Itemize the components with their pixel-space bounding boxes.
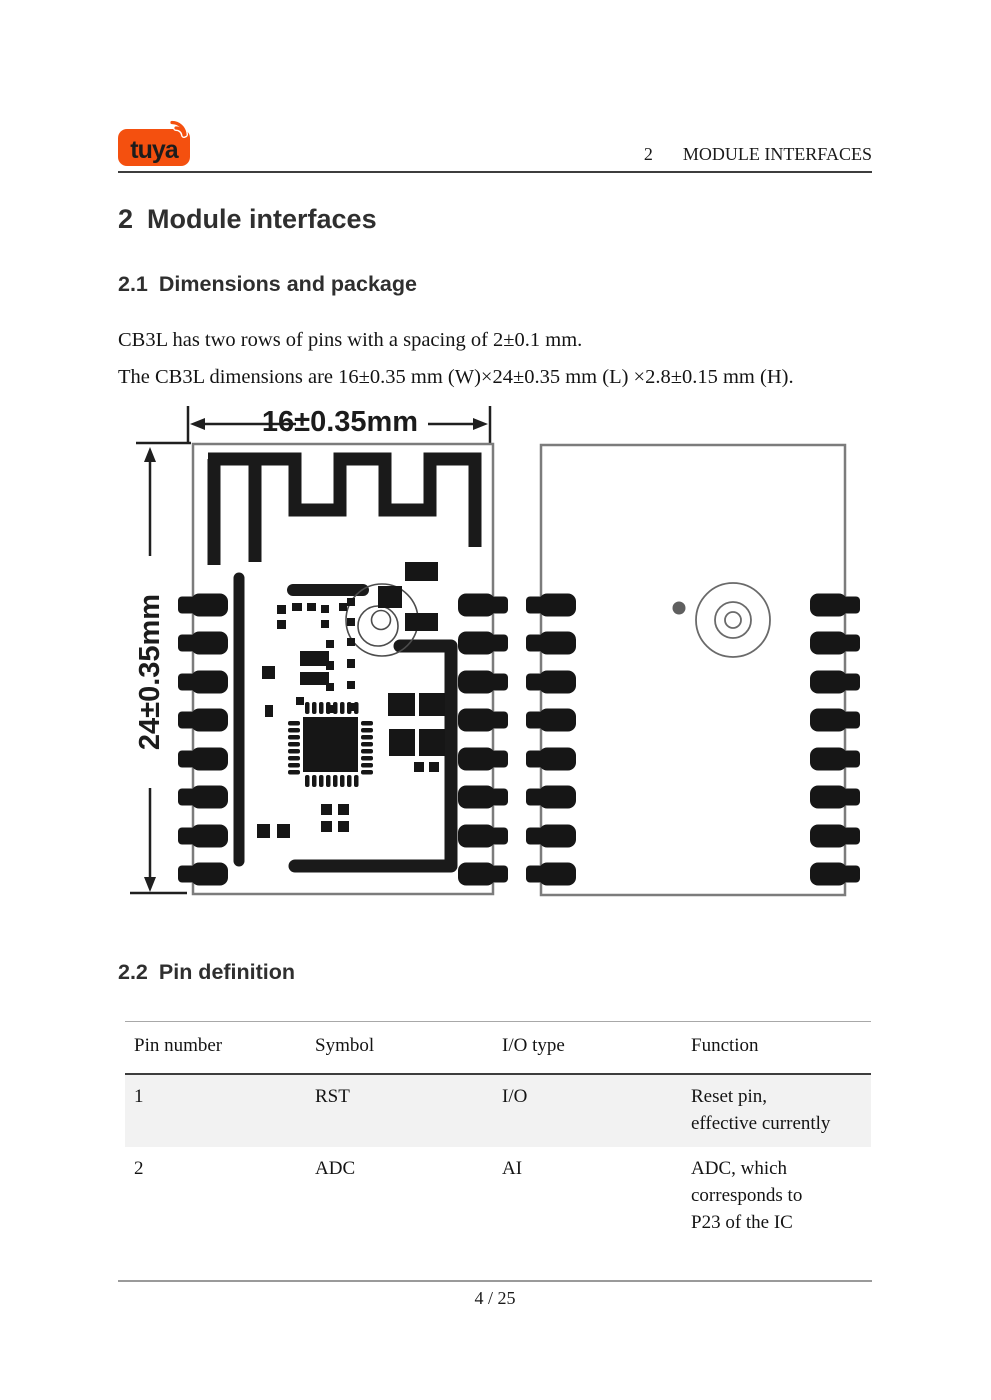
io-type-cell: AI [502, 1158, 523, 1179]
io-type-cell: I/O [502, 1086, 528, 1107]
thermal-pad-circles [695, 582, 771, 658]
running-header: 2 MODULE INTERFACES [400, 144, 872, 165]
subsection-heading-pin-definition: 2.2 Pin definition [118, 960, 295, 985]
signal-waves-icon [169, 120, 188, 138]
module-top-view [178, 442, 508, 896]
subsection-heading-dimensions: 2.1 Dimensions and package [118, 272, 417, 297]
chapter-number: 2 [643, 144, 653, 164]
function-cell: ADC, which corresponds to P23 of the IC [691, 1158, 803, 1233]
antenna-trace [207, 452, 482, 565]
page-number: 4 / 25 [474, 1288, 516, 1308]
section-number: 2 [118, 204, 134, 234]
header-rule [118, 171, 872, 173]
pin-definition-table: Pin number Symbol I/O type Function 1 RS… [125, 1021, 871, 1246]
logo-text: tuya [130, 136, 180, 164]
function-cell: Reset pin, effective currently [691, 1086, 831, 1134]
pin1-marker-dot [672, 601, 686, 615]
width-dimension-label: 16±0.35mm [262, 406, 418, 438]
column-header-symbol: Symbol [315, 1035, 375, 1056]
pin-number-cell: 1 [134, 1086, 144, 1107]
paragraph-pin-spacing: CB3L has two rows of pins with a spacing… [118, 329, 583, 351]
table-row: 1 RST I/O Reset pin, effective currently [125, 1075, 871, 1147]
subsection-number: 2.1 [118, 272, 148, 296]
dimension-width: 16±0.35mm [186, 406, 492, 444]
module-bottom-view [526, 443, 860, 897]
table-header-row: Pin number Symbol I/O type Function [125, 1021, 871, 1075]
column-header-function: Function [691, 1035, 759, 1056]
tuya-logo: tuya [118, 120, 190, 166]
subsection-title: Dimensions and package [158, 272, 417, 296]
column-header-io-type: I/O type [502, 1035, 565, 1056]
logo-background [118, 129, 190, 166]
table-row: 2 ADC AI ADC, which corresponds to P23 o… [125, 1147, 871, 1246]
subsection-number: 2.2 [118, 960, 148, 984]
ground-traces [233, 572, 458, 873]
paragraph-dimensions: The CB3L dimensions are 16±0.35 mm (W)×2… [118, 366, 794, 388]
symbol-cell: ADC [315, 1158, 356, 1179]
height-dimension-label: 24±0.35mm [134, 594, 166, 750]
ic-chip [288, 702, 373, 787]
section-heading: 2 Module interfaces [118, 204, 377, 235]
dimension-height: 24±0.35mm [130, 441, 191, 895]
passive-components [257, 562, 445, 838]
subsection-title: Pin definition [158, 960, 296, 984]
section-title: Module interfaces [147, 204, 377, 234]
symbol-cell: RST [315, 1086, 350, 1107]
footer-rule [118, 1280, 872, 1282]
column-header-pin-number: Pin number [134, 1035, 223, 1056]
dimension-figure: 16±0.35mm 24±0.35mm [130, 406, 860, 897]
chapter-title: MODULE INTERFACES [682, 144, 872, 164]
pin-number-cell: 2 [134, 1158, 144, 1179]
